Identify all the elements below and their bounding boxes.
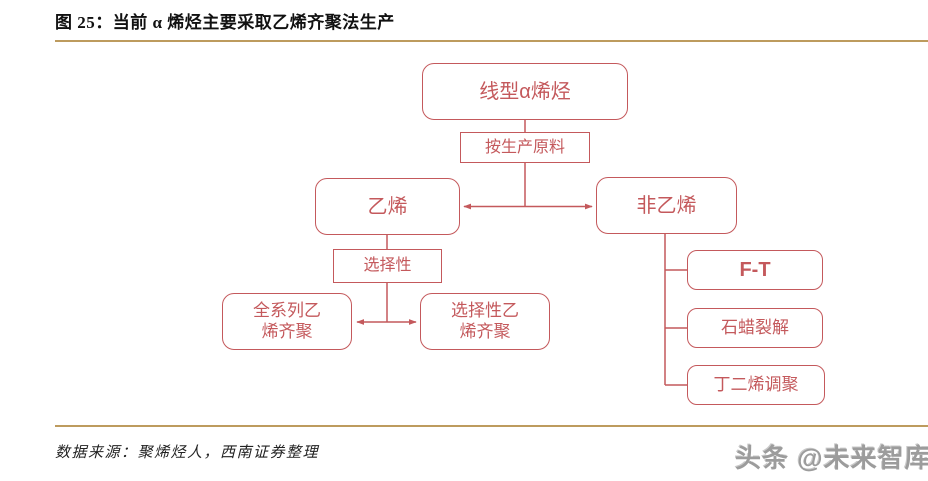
data-source-note: 数据来源：聚烯烃人，西南证券整理 <box>55 445 320 461</box>
node-label: 石蜡裂解 <box>721 317 789 337</box>
node-label: 非乙烯 <box>636 194 697 217</box>
node-by-raw-material: 按生产原料 <box>460 132 590 163</box>
node-non-ethylene: 非乙烯 <box>596 177 737 234</box>
node-label: 按生产原料 <box>484 138 565 156</box>
node-paraffin-cracking: 石蜡裂解 <box>687 308 823 348</box>
figure-title: 图 25：当前 α 烯烃主要采取乙烯齐聚法生产 <box>55 13 395 32</box>
node-label: 选择性 <box>363 257 412 275</box>
node-butadiene-telomerization: 丁二烯调聚 <box>687 365 825 405</box>
node-label: 全系列乙 烯齐聚 <box>253 301 321 341</box>
node-selective-ethylene-oligomerization: 选择性乙 烯齐聚 <box>420 293 550 350</box>
node-selectivity: 选择性 <box>333 249 442 283</box>
node-label: 丁二烯调聚 <box>713 374 799 394</box>
node-label: F-T <box>739 259 771 281</box>
node-full-range-ethylene-oligomerization: 全系列乙 烯齐聚 <box>222 293 352 350</box>
node-label: 选择性乙 烯齐聚 <box>451 301 519 341</box>
node-label: 乙烯 <box>367 195 408 218</box>
toutiao-watermark: 头条 @未来智库 <box>735 443 928 473</box>
title-divider-rule <box>55 40 928 42</box>
node-linear-alpha-olefin: 线型α烯烃 <box>422 63 628 120</box>
footer-divider-rule <box>55 425 928 427</box>
node-label: 线型α烯烃 <box>479 80 571 103</box>
node-fischer-tropsch: F-T <box>687 250 823 290</box>
node-ethylene: 乙烯 <box>315 178 460 235</box>
